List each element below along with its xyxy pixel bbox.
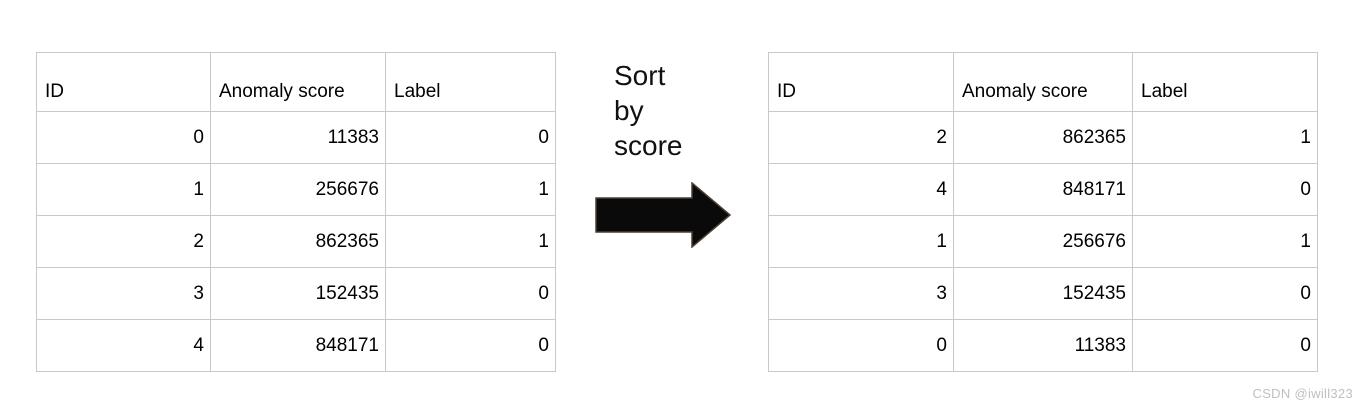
table-row: 0 11383 0 (768, 319, 1318, 372)
cell-score: 256676 (210, 163, 386, 216)
cell-label: 0 (1132, 319, 1318, 372)
cell-id: 4 (36, 319, 211, 372)
unsorted-table: ID Anomaly score Label 0 11383 0 1 25667… (36, 52, 556, 372)
table-row: 4 848171 0 (36, 319, 556, 372)
column-header-id: ID (768, 52, 954, 112)
table-row: 1 256676 1 (36, 163, 556, 216)
cell-label: 1 (385, 215, 556, 268)
cell-label: 1 (1132, 111, 1318, 164)
table-row: 3 152435 0 (768, 267, 1318, 320)
column-header-anomaly-score: Anomaly score (953, 52, 1133, 112)
cell-score: 256676 (953, 215, 1133, 268)
table-row: 0 11383 0 (36, 111, 556, 164)
cell-label: 0 (1132, 163, 1318, 216)
table-row: 2 862365 1 (768, 111, 1318, 164)
sorted-table: ID Anomaly score Label 2 862365 1 4 8481… (768, 52, 1318, 372)
table-row: 3 152435 0 (36, 267, 556, 320)
cell-score: 152435 (953, 267, 1133, 320)
cell-id: 2 (768, 111, 954, 164)
cell-label: 1 (385, 163, 556, 216)
cell-label: 1 (1132, 215, 1318, 268)
cell-id: 1 (36, 163, 211, 216)
cell-id: 3 (36, 267, 211, 320)
cell-score: 848171 (210, 319, 386, 372)
cell-id: 0 (768, 319, 954, 372)
cell-label: 0 (385, 267, 556, 320)
table-header-row: ID Anomaly score Label (768, 52, 1318, 112)
column-header-label: Label (1132, 52, 1318, 112)
column-header-label: Label (385, 52, 556, 112)
cell-id: 3 (768, 267, 954, 320)
cell-score: 848171 (953, 163, 1133, 216)
watermark: CSDN @iwill323 (1252, 386, 1353, 401)
cell-id: 4 (768, 163, 954, 216)
cell-label: 0 (1132, 267, 1318, 320)
cell-label: 0 (385, 319, 556, 372)
column-header-anomaly-score: Anomaly score (210, 52, 386, 112)
table-header-row: ID Anomaly score Label (36, 52, 556, 112)
cell-id: 1 (768, 215, 954, 268)
table-row: 2 862365 1 (36, 215, 556, 268)
table-row: 1 256676 1 (768, 215, 1318, 268)
cell-id: 2 (36, 215, 211, 268)
cell-score: 11383 (953, 319, 1133, 372)
sort-by-score-label: Sort by score (614, 60, 683, 161)
cell-score: 11383 (210, 111, 386, 164)
cell-label: 0 (385, 111, 556, 164)
table-row: 4 848171 0 (768, 163, 1318, 216)
cell-score: 862365 (210, 215, 386, 268)
cell-id: 0 (36, 111, 211, 164)
cell-score: 152435 (210, 267, 386, 320)
column-header-id: ID (36, 52, 211, 112)
right-arrow-icon (595, 182, 732, 248)
cell-score: 862365 (953, 111, 1133, 164)
